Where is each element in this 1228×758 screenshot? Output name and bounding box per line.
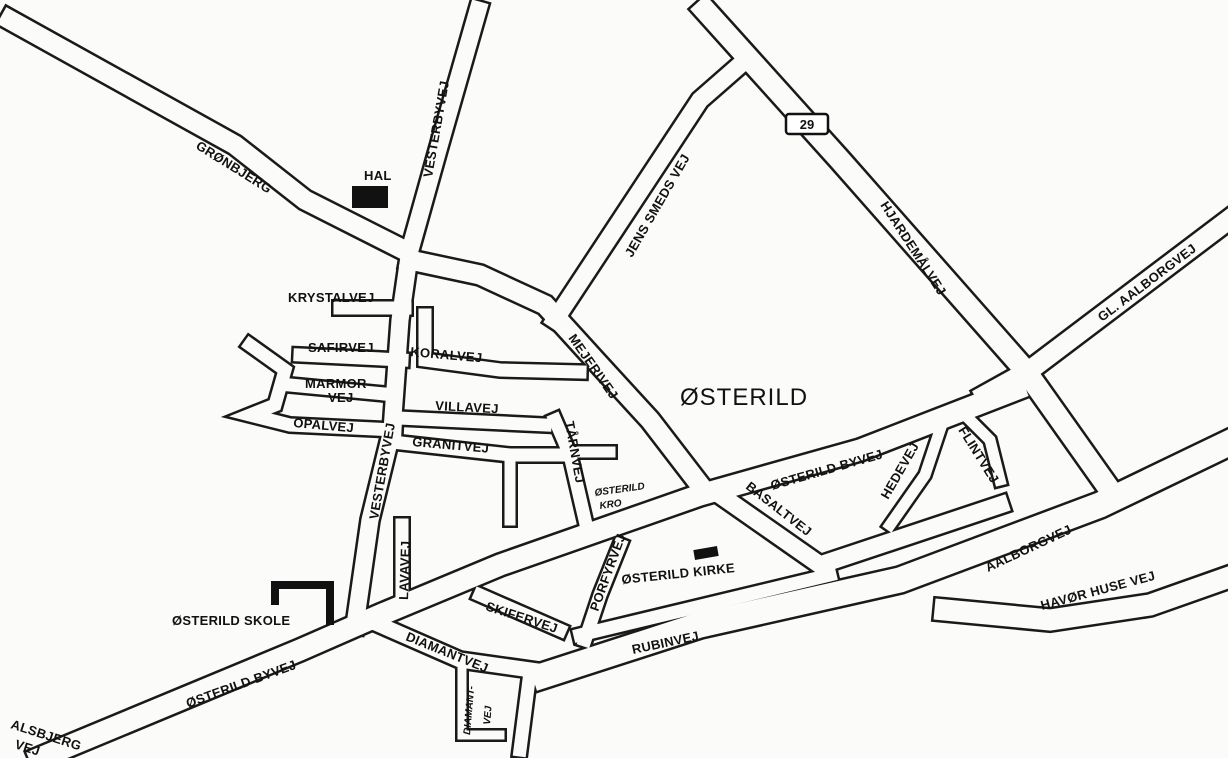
skole-building (271, 581, 334, 625)
label-lavavej: LAVAVEJ (396, 540, 413, 600)
town-label: ØSTERILD (680, 384, 808, 411)
label-alsbjerg-2: VEJ (13, 737, 42, 758)
label-marmorvej-1: MARMOR- (305, 376, 371, 391)
label-marmorvej-2: VEJ (328, 390, 353, 405)
label-hjardemalvej: HJARDEMÅLVEJ (877, 198, 949, 297)
label-skole: ØSTERILD SKOLE (172, 613, 290, 628)
label-kro-2: KRO (599, 498, 623, 512)
label-villavej: VILLAVEJ (435, 398, 499, 416)
kirke-building (693, 545, 719, 561)
label-safirvej: SAFIRVEJ (308, 340, 374, 355)
label-granitvej: GRANITVEJ (412, 434, 490, 456)
label-krystalvej: KRYSTALVEJ (288, 290, 375, 305)
label-kirke: ØSTERILD KIRKE (621, 560, 736, 587)
route-29-marker: 29 (784, 112, 830, 136)
label-opalvej: OPALVEJ (293, 415, 355, 435)
hal-building (352, 186, 388, 208)
label-diamantvej-small-1: DIAMANT- (462, 685, 477, 735)
label-koralvej: KORALVEJ (410, 344, 483, 365)
svg-text:29: 29 (800, 117, 814, 132)
label-kro-1: ØSTERILD (594, 481, 646, 499)
label-gl-aalborgvej: GL. AALBORGVEJ (1095, 241, 1199, 325)
label-hal: HAL (364, 168, 392, 183)
label-diamantvej: DIAMANTVEJ (404, 629, 491, 676)
label-diamantvej-small-2: VEJ (482, 705, 495, 725)
